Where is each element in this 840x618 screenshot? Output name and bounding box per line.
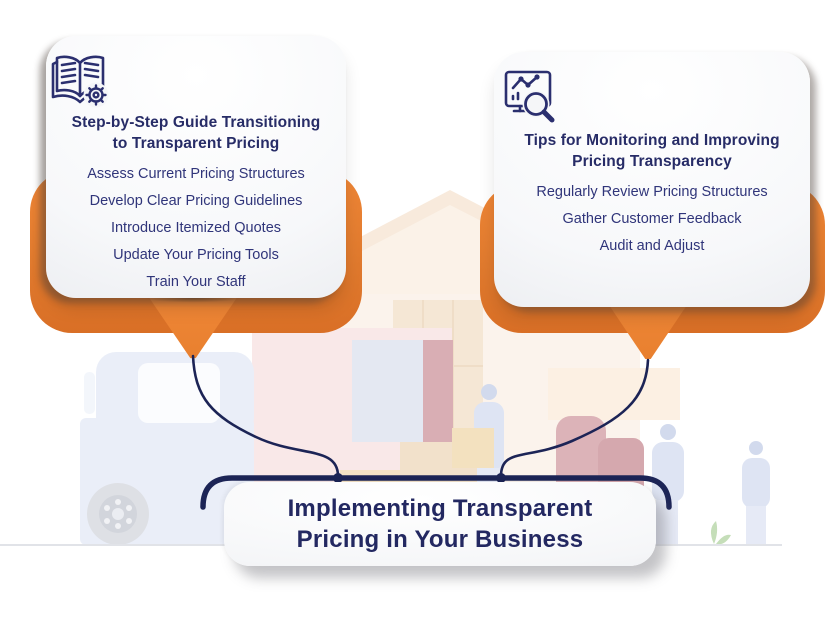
open-book-gear-icon — [46, 50, 346, 110]
list-item: Audit and Adjust — [599, 238, 705, 254]
chart-magnifier-icon — [494, 66, 810, 128]
right-card: Tips for Monitoring and Improving Pricin… — [494, 52, 810, 307]
right-card-title-line2: Pricing Transparency — [572, 153, 732, 170]
list-item: Develop Clear Pricing Guidelines — [89, 193, 303, 209]
list-item: Introduce Itemized Quotes — [110, 220, 282, 236]
right-card-title: Tips for Monitoring and Improving Pricin… — [494, 130, 810, 172]
right-card-title-line1: Tips for Monitoring and Improving — [524, 132, 780, 149]
footer-title-line2: Pricing in Your Business — [296, 526, 584, 553]
left-card-title-line2: to Transparent Pricing — [112, 135, 280, 152]
left-card-title: Step-by-Step Guide Transitioning to Tran… — [46, 112, 346, 154]
footer-title: Implementing Transparent Pricing in Your… — [288, 493, 593, 555]
left-card: Step-by-Step Guide Transitioning to Tran… — [46, 36, 346, 298]
list-item: Assess Current Pricing Structures — [87, 166, 305, 182]
list-item: Train Your Staff — [146, 274, 246, 290]
footer-title-line1: Implementing Transparent — [287, 495, 593, 522]
list-item: Update Your Pricing Tools — [113, 247, 279, 263]
list-item: Gather Customer Feedback — [562, 211, 742, 227]
footer-title-card: Implementing Transparent Pricing in Your… — [224, 482, 656, 566]
left-card-title-line1: Step-by-Step Guide Transitioning — [71, 114, 321, 131]
plant-icon — [710, 521, 731, 545]
list-item: Regularly Review Pricing Structures — [536, 184, 768, 200]
